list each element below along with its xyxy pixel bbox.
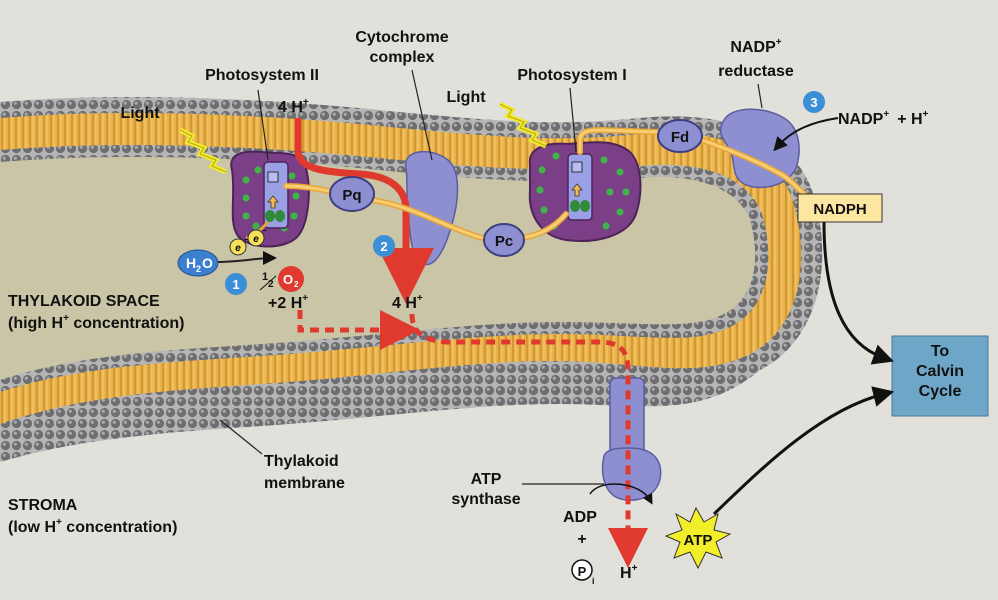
stroma-sublabel: (low H+ concentration): [8, 517, 177, 536]
photosystem-i-label: Photosystem I: [517, 67, 626, 84]
membrane-leader-line: [219, 419, 263, 455]
step-badge-1: 1: [225, 273, 247, 295]
svg-text:3: 3: [810, 95, 817, 110]
calvin-cycle-box: To Calvin Cycle: [891, 335, 989, 417]
thylakoid-membrane-label-2: membrane: [264, 475, 345, 492]
fd-carrier: Fd: [657, 119, 703, 153]
svg-text:2: 2: [196, 264, 201, 274]
svg-text:P: P: [578, 564, 587, 579]
proton-dashed-path: [297, 310, 420, 350]
psi-leader-line: [569, 87, 577, 153]
cytochrome-label-1: Cytochrome: [355, 29, 448, 46]
step-badge-3: 3: [803, 91, 825, 113]
stroma-label: STROMA: [8, 497, 78, 514]
adp-to-atp-arrow: [589, 483, 653, 505]
phosphate-symbol: P i: [571, 559, 595, 586]
light-label-psi: Light: [446, 89, 486, 106]
svg-text:Cycle: Cycle: [919, 383, 962, 400]
nadp-input-arrow: [773, 117, 839, 152]
psii-leader-line: [257, 89, 269, 161]
svg-text:To: To: [931, 343, 950, 360]
svg-text:e: e: [235, 243, 241, 254]
svg-text:−: −: [244, 235, 249, 244]
four-h-top-label: 4 H+: [278, 97, 309, 116]
pc-carrier: Pc: [483, 223, 525, 257]
atp-synthase-label-1: ATP: [471, 471, 502, 488]
two-h-label: +2 H+: [268, 293, 308, 312]
photosystem-i: [528, 141, 642, 242]
svg-text:e: e: [253, 234, 259, 245]
atp-synthase-label-2: synthase: [451, 491, 520, 508]
thylakoid-space-label: THYLAKOID SPACE: [8, 293, 160, 310]
plus-sign: +: [577, 531, 586, 548]
svg-text:2: 2: [380, 239, 387, 254]
photosystem-ii-label: Photosystem II: [205, 67, 319, 84]
pc-label: Pc: [495, 233, 513, 250]
thylakoid-membrane-label-1: Thylakoid: [264, 453, 339, 470]
atp-star: ATP: [664, 506, 732, 570]
svg-text:i: i: [592, 576, 595, 586]
photosystem-ii: [230, 150, 310, 248]
adp-label: ADP: [563, 509, 597, 526]
fd-label: Fd: [671, 129, 689, 146]
nadph-to-calvin-arrow: [822, 221, 894, 365]
svg-text:O: O: [283, 272, 293, 287]
electron-badge-1: e −: [229, 235, 249, 256]
svg-text:1: 1: [232, 277, 239, 292]
light-label-psii: Light: [120, 105, 160, 122]
half-numerator: 1: [262, 271, 268, 283]
cytochrome-leader-line: [411, 69, 433, 161]
electron-badge-2: e −: [247, 226, 267, 247]
svg-text:ATP: ATP: [684, 532, 713, 549]
step-badge-2: 2: [373, 235, 395, 257]
svg-text:−: −: [262, 226, 267, 235]
o2-molecule: O 2: [278, 266, 304, 292]
svg-text:NADPH: NADPH: [813, 201, 866, 218]
nadp-reductase-label-2: reductase: [718, 63, 794, 80]
thylakoid-space-sublabel: (high H+ concentration): [8, 313, 185, 332]
svg-text:O: O: [202, 255, 213, 271]
h2o-molecule: H 2 O: [177, 249, 219, 277]
pq-label: Pq: [342, 187, 361, 204]
nadp-plus-h-label: NADP++ H+: [838, 109, 929, 128]
svg-text:Calvin: Calvin: [916, 363, 964, 380]
nadph-box: NADPH: [797, 193, 883, 223]
atp-to-calvin-arrow: [712, 386, 895, 516]
four-h-mid-label: 4 H+: [392, 293, 423, 312]
svg-text:2: 2: [294, 280, 299, 289]
cytochrome-label-2: complex: [370, 49, 435, 66]
h-bottom-label: H+: [620, 563, 638, 582]
proton-path-arrow: [294, 118, 434, 304]
reductase-leader-line: [757, 83, 763, 109]
pq-carrier: Pq: [329, 176, 375, 212]
svg-text:H: H: [186, 255, 196, 271]
half-denominator: 2: [268, 279, 274, 290]
nadp-reductase-label-1: NADP+: [730, 37, 781, 56]
